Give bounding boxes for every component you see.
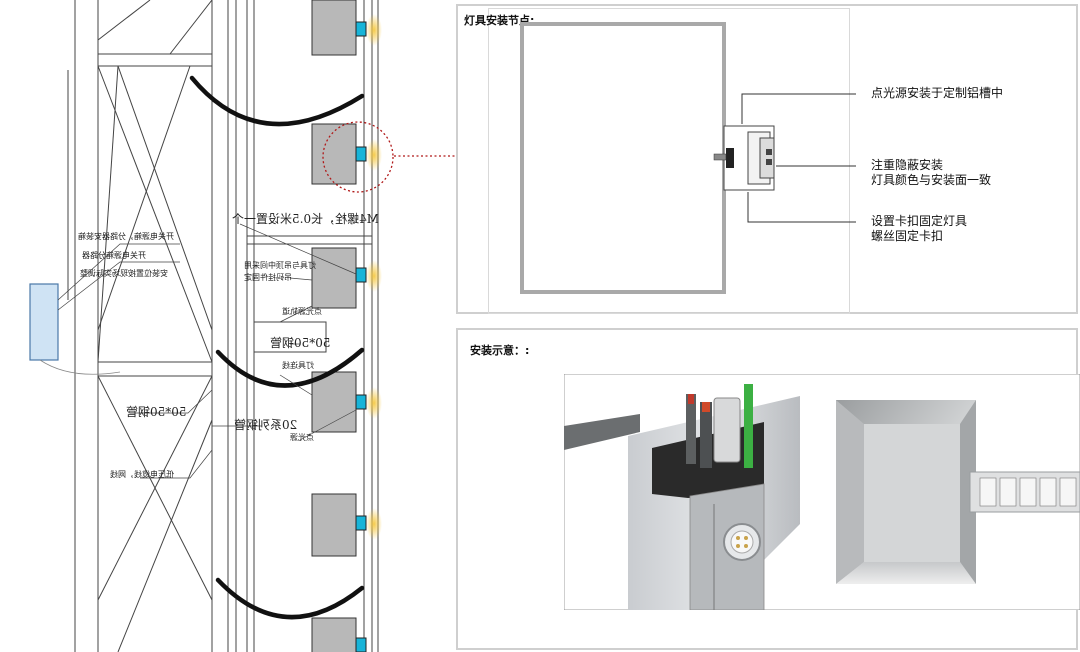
callout-aluminum-slot: 点光源安装于定制铝槽中 [871, 86, 1004, 100]
cad-label-a2: 开关电源箱分路器 [82, 251, 146, 260]
arc-1 [189, 75, 365, 127]
cad-elevation-drawing [29, 0, 394, 652]
cad-label-a9: 灯具连线 [282, 361, 314, 370]
fixture-2 [311, 123, 382, 185]
cad-label-a5: 灯具与吊顶中间采用 [244, 261, 316, 270]
fixture-6 [311, 617, 367, 652]
callout-clip-fix-1: 设置卡扣固定灯具 [871, 214, 968, 228]
fixture-5 [311, 493, 382, 557]
cad-label-a4: M4螺栓，长0.5米设置一个 [232, 212, 380, 226]
arc-2 [215, 347, 365, 388]
cad-label-a11: 20系列钢管 [234, 418, 298, 432]
cad-label-a13: 低压电缆线，网线 [110, 470, 174, 479]
arc-3 [215, 577, 365, 620]
callout-hidden-install-2: 灯具颜色与安装面一致 [871, 173, 992, 187]
illustration-panel-title: 安装示意：: [470, 344, 530, 357]
detail-panel-title: 灯具安装节点: [464, 14, 535, 27]
cad-label-a8: 50*50钢管 [270, 336, 331, 350]
power-supply-box [29, 283, 59, 361]
cad-label-a10: 50*50钢管 [126, 405, 187, 419]
installation-render [564, 374, 1080, 610]
cad-label-a7: 点光源轨道 [282, 307, 322, 316]
fixture-1 [311, 0, 382, 56]
cad-label-a3: 安装位置按现场实际调整 [80, 269, 168, 278]
highlight-circle [322, 121, 394, 193]
cad-label-a12: 点光源 [290, 433, 314, 442]
fixture-detail-drawing [520, 22, 856, 294]
cad-label-a6: 吊码挂件固定 [244, 273, 292, 282]
callout-clip-fix-2: 螺丝固定卡扣 [871, 229, 944, 243]
detail-panel: 灯具安装节点: 点光源安装于定制铝槽中 注重隐蔽安装 灯具颜色与安装面一致 设置… [456, 4, 1078, 314]
callout-hidden-install-1: 注重隐蔽安装 [871, 158, 944, 172]
illustration-panel: 安装示意：: [456, 328, 1080, 650]
cad-label-a1: 开关电源箱，分路器安装箱 [78, 232, 174, 241]
